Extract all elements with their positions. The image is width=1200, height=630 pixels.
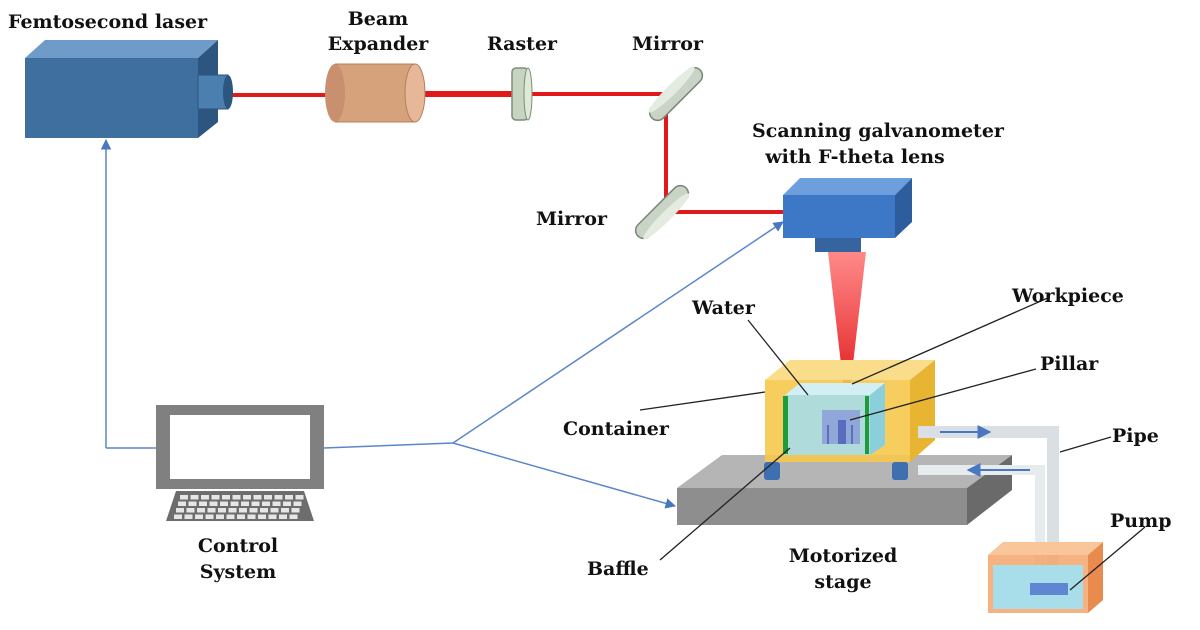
keyboard-key: [251, 501, 260, 506]
galvanometer-head-icon: [783, 178, 912, 252]
keyboard-key: [176, 508, 184, 513]
keyboard-icon: [166, 491, 314, 521]
keyboard-key: [239, 508, 247, 513]
keyboard-key: [264, 495, 272, 500]
keyboard-key: [289, 514, 298, 519]
label-pump: Pump: [1110, 510, 1172, 532]
keyboard-key: [249, 508, 258, 513]
keyboard-key: [260, 508, 268, 513]
leader-lines: [639, 296, 1146, 591]
label-workpiece: Workpiece: [1011, 285, 1124, 307]
keyboard-key: [279, 514, 287, 519]
baffle-plate: [783, 396, 788, 454]
keyboard-key: [190, 495, 199, 500]
raster-lens-icon: [511, 67, 533, 121]
label-galvo-2: with F-theta lens: [764, 146, 945, 168]
pipe-system: [918, 425, 1059, 575]
keyboard-key: [184, 514, 193, 519]
keyboard-key: [207, 508, 216, 513]
label-galvo-1: Scanning galvanometer: [752, 120, 1005, 142]
keyboard-key: [295, 495, 304, 500]
label-laser: Femtosecond laser: [8, 11, 208, 33]
keyboard-key: [197, 508, 205, 513]
pillar-block: [838, 420, 846, 444]
label-container: Container: [563, 418, 670, 440]
keyboard-key: [216, 514, 224, 519]
keyboard-key: [291, 508, 300, 513]
label-pillar: Pillar: [1040, 353, 1099, 375]
label-pipe: Pipe: [1112, 425, 1159, 447]
keyboard-key: [201, 495, 209, 500]
water-pump-icon: [988, 542, 1103, 613]
keyboard-key: [241, 501, 249, 506]
label-mirror-top: Mirror: [632, 33, 704, 55]
labels: Femtosecond laser Beam Expander Raster M…: [8, 8, 1172, 593]
motorized-stage-icon: [677, 455, 1012, 525]
keyboard-key: [237, 514, 245, 519]
mirror-top-icon: [648, 66, 704, 122]
label-stage-1: Motorized: [789, 545, 898, 567]
keyboard-key: [270, 508, 279, 513]
keyboard-key: [268, 514, 277, 519]
mirror-bottom-icon: [634, 184, 690, 240]
label-baffle: Baffle: [587, 558, 649, 580]
keyboard-key: [253, 495, 262, 500]
keyboard-key: [205, 514, 214, 519]
container-icon: [764, 360, 935, 480]
keyboard-key: [180, 495, 188, 500]
label-control-2: System: [200, 561, 276, 583]
label-control-1: Control: [198, 535, 278, 557]
keyboard-key: [222, 495, 230, 500]
keyboard-key: [195, 514, 203, 519]
keyboard-key: [174, 514, 182, 519]
label-mirror-bottom: Mirror: [536, 208, 608, 230]
keyboard-key: [220, 501, 228, 506]
keyboard-key: [285, 495, 293, 500]
label-raster: Raster: [487, 33, 558, 55]
keyboard-key: [211, 495, 220, 500]
beam-expander-icon: [325, 63, 426, 123]
keyboard-key: [258, 514, 266, 519]
keyboard-key: [272, 501, 281, 506]
keyboard-key: [188, 501, 197, 506]
keyboard-key: [218, 508, 226, 513]
keyboard-key: [226, 514, 235, 519]
keyboard-key: [293, 501, 302, 506]
keyboard-key: [281, 508, 289, 513]
label-beam-expander-2: Expander: [328, 33, 430, 55]
keyboard-key: [178, 501, 186, 506]
control-lines: [100, 138, 784, 509]
keyboard-key: [228, 508, 237, 513]
computer-monitor-icon: [156, 405, 324, 489]
keyboard-key: [243, 495, 251, 500]
keyboard-key: [199, 501, 207, 506]
keyboard-key: [230, 501, 239, 506]
label-stage-2: stage: [814, 571, 871, 593]
keyboard-key: [232, 495, 241, 500]
label-beam-expander-1: Beam: [348, 8, 409, 30]
keyboard-key: [274, 495, 283, 500]
keyboard-key: [186, 508, 195, 513]
keyboard-key: [209, 501, 218, 506]
keyboard-key: [247, 514, 256, 519]
laser-box-icon: [25, 40, 233, 138]
keyboard-key: [283, 501, 291, 506]
focused-laser-cone: [828, 252, 866, 390]
keyboard-key: [262, 501, 270, 506]
label-water: Water: [691, 297, 756, 319]
